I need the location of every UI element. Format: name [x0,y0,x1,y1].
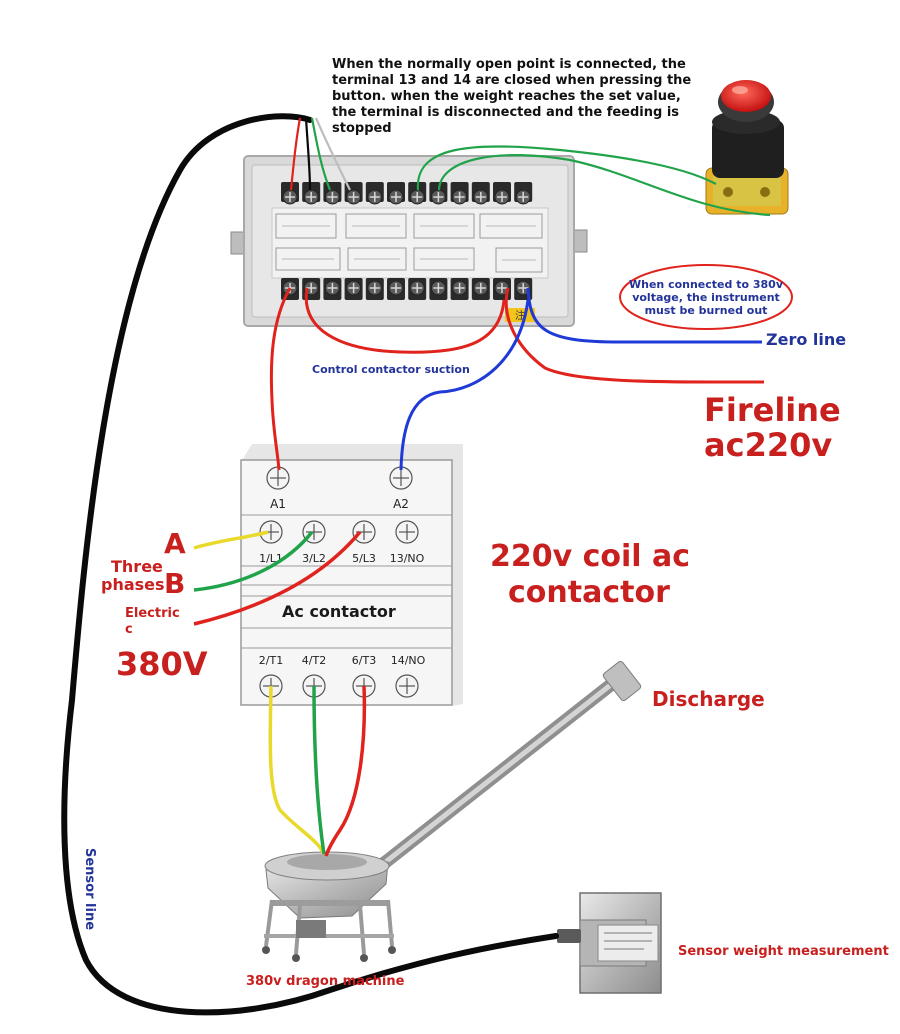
input-terminal [395,520,419,544]
instrument-screw-top [473,189,489,205]
instrument-controller: 注 [230,155,588,327]
wire-phase-a [193,530,269,550]
terminal-label-3l2: 3/L2 [302,552,326,565]
warning-note: When connected to 380v voltage, the inst… [628,278,783,317]
top-note: When the normally open point is connecte… [332,57,692,136]
fireline-voltage-label: ac220v [704,426,833,464]
instrument-screw-bottom [324,280,340,296]
zero-line-label: Zero line [766,330,847,349]
input-terminal [352,520,376,544]
instrument-label-box [413,213,475,239]
push-button-cap [721,80,771,112]
push-button [705,80,789,215]
wire-zero-blue [526,287,762,344]
electric-c-label: c [125,622,133,637]
sensor-wire-red [289,117,302,191]
wire-phase-c [193,530,362,626]
terminal-label-a2: A2 [393,497,409,511]
instrument-screw-top [303,189,319,205]
instrument-screw-bottom [346,280,362,296]
instrument-screw-bottom [409,280,425,296]
terminal-label-6t3: 6/T3 [352,654,376,667]
terminal-label-5l3: 5/L3 [352,552,376,565]
instrument-screw-top [430,189,446,205]
sensor-wire-white [314,117,351,191]
instrument-tag-text: 注 [515,309,525,322]
instrument-screw-top [494,189,510,205]
fireline-label: Fireline [704,391,841,429]
terminal-label-4t2: 4/T2 [302,654,326,667]
wire-a2-blue [399,299,530,471]
instrument-screw-top [452,189,468,205]
button-wire-2 [437,154,771,217]
instrument-screw-bottom [494,280,510,296]
sensor-weight-label: Sensor weight measurement [678,944,889,959]
phase-a-label: A [164,527,186,560]
instrument-label-panels [275,213,543,273]
terminal-a2 [389,466,413,490]
instrument-bottom-terminals [281,278,533,300]
terminal-label-14no: 14/NO [391,654,426,667]
wires [61,113,771,1016]
instrument-screw-bottom [473,280,489,296]
wire-fireline-red [504,287,765,384]
control-label: Control contactor suction [312,363,470,376]
instrument-label-box [413,247,475,271]
instrument-screw-top [409,189,425,205]
instrument-label-box [479,213,543,239]
instrument-screw-top [346,189,362,205]
instrument-screw-bottom [430,280,446,296]
wire-a1-red [269,287,292,471]
terminal-label-a1: A1 [270,497,286,511]
wire-t1-yellow [268,685,326,855]
instrument-screw-top [515,189,531,205]
warning-ellipse [619,264,793,330]
output-terminal [395,674,419,698]
load-cell-sensor [557,892,662,994]
dragon-machine-label: 380v dragon machine [246,974,405,989]
instrument-screw-bottom [388,280,404,296]
wire-t3-red [324,685,367,857]
dragon-machine [262,660,642,962]
coil-label-2: contactor [508,575,670,610]
instrument-top-terminals [281,182,533,205]
phases-label: phases [101,575,165,594]
instrument-screw-bottom [367,280,383,296]
instrument-label-box [495,247,543,273]
three-label: Three [111,557,163,576]
button-wire-1 [416,145,717,191]
phase-b-label: B [164,567,186,600]
instrument-label-box [275,213,337,239]
instrument-screw-top [388,189,404,205]
sensor-wire-black [304,117,312,191]
wire-t2-green [312,685,326,855]
sensor-line-label: Sensor line [82,848,97,931]
ac-contactor: A1 A2 1/L1 3/L2 5/L3 13/NO 2/T1 4/T2 6/T… [240,444,463,706]
instrument-label-box [347,247,407,271]
ac-contactor-label: Ac contactor [282,602,396,621]
voltage-380-label: 380V [116,645,208,683]
instrument-screw-bottom [515,280,531,296]
instrument-label-box [345,213,407,239]
terminal-label-13no: 13/NO [390,552,425,565]
instrument-screw-top [282,189,298,205]
coil-label-1: 220v coil ac [490,539,691,574]
wire-control-red [304,287,506,354]
sensor-wire-green [310,117,332,191]
instrument-screw-top [324,189,340,205]
discharge-label: Discharge [652,687,765,711]
instrument-screw-top [367,189,383,205]
electric-label: Electric [125,606,180,621]
terminal-label-2t1: 2/T1 [259,654,283,667]
instrument-screw-bottom [452,280,468,296]
sensor-cable [61,113,559,1016]
terminal-a1 [266,466,290,490]
instrument-label-box [275,247,341,271]
wire-phase-b [193,530,314,592]
